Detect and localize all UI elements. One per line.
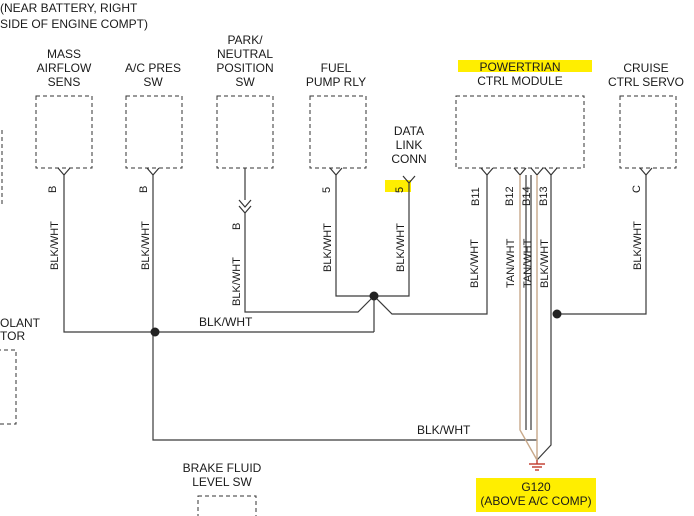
cruise-wire-label: BLK/WHT (632, 221, 644, 270)
svg-text:FUEL: FUEL (321, 61, 352, 75)
splice-right (552, 309, 562, 319)
svg-text:POWERTRIAN: POWERTRIAN (479, 60, 560, 74)
dlc-pin: 5 (394, 187, 406, 193)
splice-left (150, 327, 160, 337)
pcm-b13-wire-label: BLK/WHT (539, 239, 551, 288)
cruise-box (619, 95, 677, 169)
pnp-title: PARK/ NEUTRAL POSITION SW (216, 33, 273, 89)
dlc-title: DATA LINK CONN (391, 124, 426, 166)
svg-text:CRUISE: CRUISE (623, 61, 668, 75)
cruise-title: CRUISE CTRL SERVO (608, 61, 684, 89)
acp-box (125, 95, 183, 169)
svg-text:AIRFLOW: AIRFLOW (37, 61, 92, 75)
coolant-box (0, 349, 17, 425)
acp-title: A/C PRES SW (125, 61, 181, 89)
pnp-pin: B (231, 223, 243, 230)
svg-text:PARK/: PARK/ (227, 33, 263, 47)
svg-text:MASS: MASS (47, 47, 81, 61)
svg-text:SW: SW (143, 75, 163, 89)
pcm-pin-b14: B14 (521, 186, 533, 206)
coolant-label-line1: OLANT (0, 316, 41, 330)
svg-text:CONN: CONN (391, 152, 426, 166)
svg-text:NEUTRAL: NEUTRAL (217, 47, 273, 61)
svg-text:PUMP RLY: PUMP RLY (306, 75, 366, 89)
splice-center (369, 291, 379, 301)
fuel-wire-label: BLK/WHT (322, 223, 334, 272)
maf-pin: B (47, 186, 59, 193)
ground-name: G120 (521, 480, 551, 494)
maf-wire-label: BLK/WHT (49, 221, 61, 270)
svg-text:CTRL SERVO: CTRL SERVO (608, 75, 684, 89)
splice-wire-label: BLK/WHT (199, 315, 253, 329)
cruise-pin: C (631, 185, 643, 193)
dlc-pin-highlight (385, 180, 411, 192)
svg-text:POSITION: POSITION (216, 61, 273, 75)
pcm-title: POWERTRIAN CTRL MODULE (477, 60, 563, 88)
brake-title-line1: BRAKE FLUID (183, 461, 262, 475)
acp-pin: B (138, 186, 150, 193)
pcm-pin-b13: B13 (538, 186, 550, 206)
dlc-wire-label: BLK/WHT (395, 223, 407, 272)
pcm-b11-wire-label: BLK/WHT (469, 239, 481, 288)
fuel-title: FUEL PUMP RLY (306, 61, 366, 89)
svg-text:SW: SW (235, 75, 255, 89)
svg-text:LINK: LINK (396, 138, 423, 152)
top-note-line2: SIDE OF ENGINE COMPT) (0, 17, 148, 31)
top-note-line1: (NEAR BATTERY, RIGHT (0, 1, 138, 15)
ground-location: (ABOVE A/C COMP) (480, 494, 591, 508)
brake-box (197, 495, 257, 516)
fuel-pin: 5 (321, 187, 333, 193)
pcm-pin-b12: B12 (504, 186, 516, 206)
bottom-wire-label: BLK/WHT (417, 423, 471, 437)
pcm-title-highlight (458, 60, 592, 72)
pcm-b14-wire-label: TAN/WHT (522, 238, 534, 288)
pnp-wire-label: BLK/WHT (231, 257, 243, 306)
brake-title-line2: LEVEL SW (192, 475, 252, 489)
wiring (63, 168, 647, 461)
svg-text:A/C PRES: A/C PRES (125, 61, 181, 75)
coolant-label-line2: TOR (0, 329, 25, 343)
pcm-pin-b11: B11 (470, 187, 482, 206)
ground-icon (529, 460, 545, 471)
svg-text:CTRL MODULE: CTRL MODULE (477, 74, 563, 88)
pcm-b12-wire-label: TAN/WHT (505, 238, 517, 288)
maf-box (35, 95, 93, 169)
pcm-box (455, 95, 585, 169)
maf-title: MASS AIRFLOW SENS (37, 47, 92, 89)
svg-text:DATA: DATA (394, 124, 424, 138)
ground-label-highlight (476, 478, 596, 512)
pnp-box (216, 95, 274, 169)
acp-wire-label: BLK/WHT (140, 221, 152, 270)
svg-text:SENS: SENS (48, 75, 81, 89)
fuel-box (309, 95, 367, 169)
